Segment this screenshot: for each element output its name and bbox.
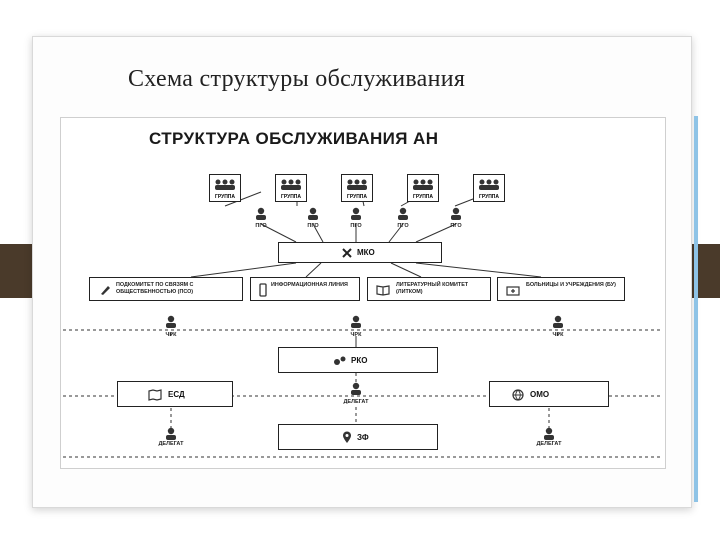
group-label: ГРУППА (412, 194, 433, 200)
committee-bu: БОЛЬНИЦЫ И УЧРЕЖДЕНИЯ (БУ) (497, 277, 625, 301)
pgo-label: ПГО (397, 223, 409, 229)
rko-label: РКО (351, 356, 368, 365)
group-label: ГРУППА (214, 194, 235, 200)
group-box: ГРУППА (473, 174, 505, 202)
group-box: ГРУППА (407, 174, 439, 202)
structure-diagram: СТРУКТУРА ОБСЛУЖИВАНИЯ АН ГРУППА ГРУППА … (60, 117, 666, 469)
map-icon (148, 389, 162, 401)
diagram-heading: СТРУКТУРА ОБСЛУЖИВАНИЯ АН (149, 129, 439, 148)
location-pin-icon (343, 431, 351, 443)
zf-label: ЗФ (357, 433, 369, 442)
group-box: ГРУППА (275, 174, 307, 202)
book-icon (376, 285, 390, 296)
slide-title: Схема структуры обслуживания (128, 66, 466, 92)
esd-box: ЕСД (117, 381, 233, 407)
mko-box: МКО (278, 242, 442, 263)
group-label: ГРУППА (280, 194, 301, 200)
committee-litkom: ЛИТЕРАТУРНЫЙ КОМИТЕТ (ЛИТКОМ) (367, 277, 491, 301)
omo-box: ОМО (489, 381, 609, 407)
rko-box: РКО (278, 347, 438, 373)
people-icon (479, 179, 499, 190)
committee-info-line: ИНФОРМАЦИОННАЯ ЛИНИЯ (250, 277, 360, 301)
chk-label: ЧРК (552, 332, 564, 338)
pgo-label: ПГО (307, 223, 319, 229)
zf-box: ЗФ (278, 424, 438, 450)
group-box: ГРУППА (209, 174, 241, 202)
group-label: ГРУППА (478, 194, 499, 200)
committee-pso: ПОДКОМИТЕТ ПО СВЯЗЯМ С ОБЩЕСТВЕННОСТЬЮ (… (89, 277, 243, 301)
tools-icon (342, 248, 352, 258)
omo-label: ОМО (530, 390, 550, 399)
committee-label: БОЛЬНИЦЫ И УЧРЕЖДЕНИЯ (БУ) (526, 282, 616, 288)
pgo-label: ПГО (255, 223, 267, 229)
slide-accent-line (694, 116, 698, 502)
delegate-label: ДЕЛЕГАТ (343, 399, 369, 405)
chk-label: ЧРК (350, 332, 362, 338)
pgo-label: ПГО (450, 223, 462, 229)
globe-icon (512, 389, 524, 401)
mko-label: МКО (357, 248, 375, 257)
esd-label: ЕСД (168, 390, 185, 399)
group-box: ГРУППА (341, 174, 373, 202)
committee-label: ПОДКОМИТЕТ ПО СВЯЗЯМ С ОБЩЕСТВЕННОСТЬЮ (… (116, 282, 194, 295)
phone-icon (259, 283, 267, 297)
people-icon (215, 179, 235, 190)
committee-label: ЛИТЕРАТУРНЫЙ КОМИТЕТ (ЛИТКОМ) (396, 282, 469, 295)
pen-icon (101, 286, 110, 295)
medical-bag-icon (506, 286, 520, 296)
people-icon (347, 179, 367, 190)
committee-label: ИНФОРМАЦИОННАЯ ЛИНИЯ (271, 282, 348, 288)
delegate-label: ДЕЛЕГАТ (536, 441, 562, 447)
pgo-label: ПГО (350, 223, 362, 229)
chk-label: ЧРК (165, 332, 177, 338)
delegate-label: ДЕЛЕГАТ (158, 441, 184, 447)
people-icon (413, 179, 433, 190)
people-icon (281, 179, 301, 190)
gears-icon (334, 356, 346, 365)
group-label: ГРУППА (346, 194, 367, 200)
